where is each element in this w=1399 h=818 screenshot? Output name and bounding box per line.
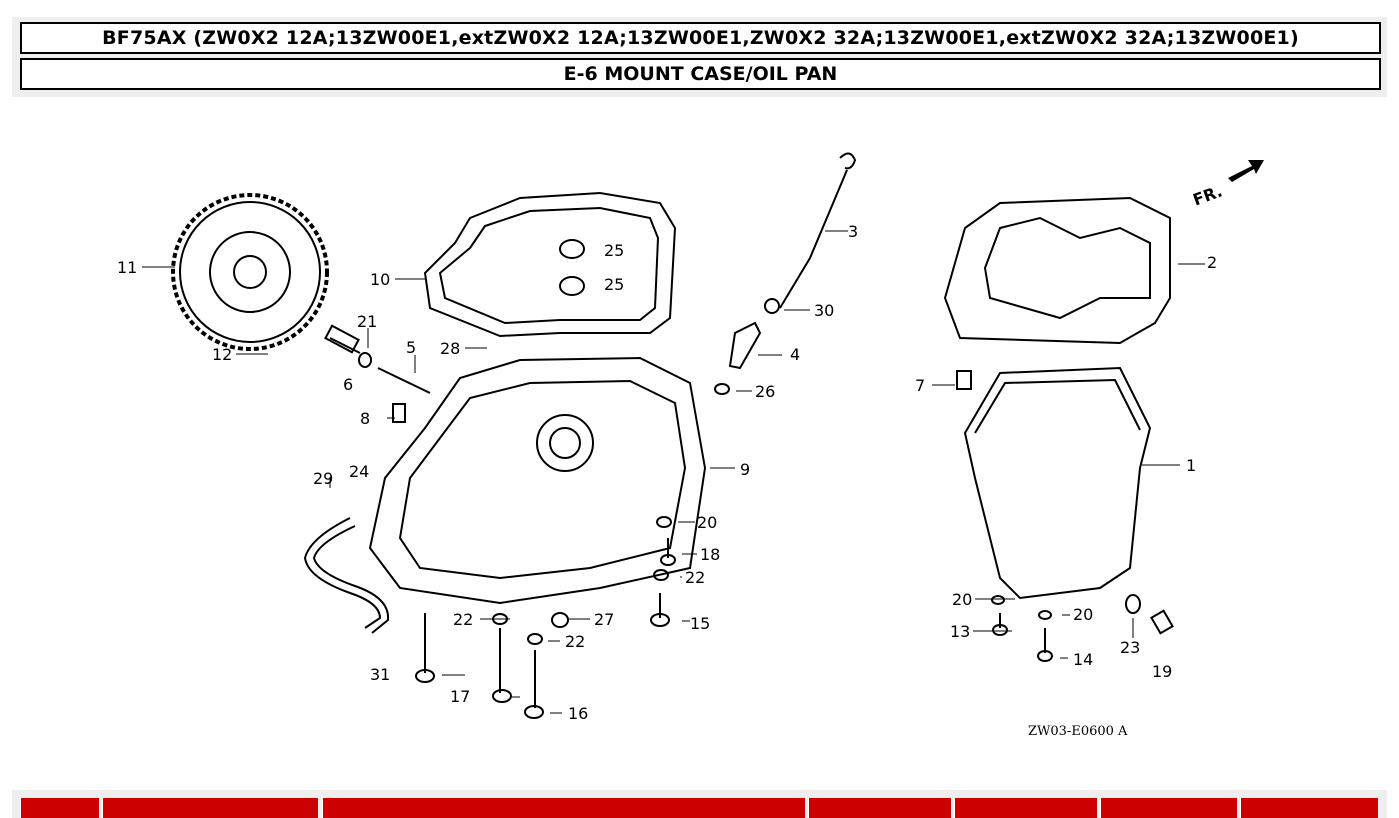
table-header-cell [102, 798, 318, 818]
callout-30: 30 [814, 301, 834, 320]
callout-31: 31 [370, 665, 390, 684]
table-header-cell [1100, 798, 1237, 818]
callout-28: 28 [440, 339, 460, 358]
dipstick-part [779, 152, 857, 309]
table-header-cell [808, 798, 951, 818]
callout-9: 9 [740, 460, 750, 479]
callout-13: 13 [950, 622, 970, 641]
callout-14: 14 [1073, 650, 1093, 669]
callout-23: 23 [1120, 638, 1140, 657]
callout-29: 29 [313, 469, 333, 488]
callout-20c: 20 [1073, 605, 1093, 624]
callout-25a: 25 [604, 241, 624, 260]
callout-2: 2 [1207, 253, 1217, 272]
table-header-cell [20, 798, 99, 818]
callout-12: 12 [212, 345, 232, 364]
callout-8: 8 [360, 409, 370, 428]
drawing-code: ZW03-E0600 A [1028, 724, 1128, 739]
callout-3: 3 [848, 222, 858, 241]
ring-gear-part [171, 193, 329, 351]
callout-4: 4 [790, 345, 800, 364]
callout-26: 26 [755, 382, 775, 401]
callout-10: 10 [370, 270, 390, 289]
callout-22c: 22 [565, 632, 585, 651]
callout-7: 7 [915, 376, 925, 395]
callout-19: 19 [1152, 662, 1172, 681]
pan-gasket-part [943, 196, 1171, 345]
callout-22b: 22 [453, 610, 473, 629]
table-header-cell [1240, 798, 1378, 818]
mount-gasket-part [423, 191, 677, 338]
parts-table-header-strip [12, 790, 1387, 818]
callout-20a: 20 [697, 513, 717, 532]
callout-22a: 22 [685, 568, 705, 587]
callout-15: 15 [690, 614, 710, 633]
mount-case-part [368, 356, 707, 605]
table-header-cell [954, 798, 1097, 818]
callout-20b: 20 [952, 590, 972, 609]
callout-17: 17 [450, 687, 470, 706]
callout-21: 21 [357, 312, 377, 331]
callout-11: 11 [117, 258, 137, 277]
callout-18: 18 [700, 545, 720, 564]
callout-25b: 25 [604, 275, 624, 294]
callout-labels: 1 2 3 4 5 6 7 8 9 10 11 12 13 14 15 16 1… [117, 222, 1217, 723]
callout-27: 27 [594, 610, 614, 629]
callout-24: 24 [349, 462, 369, 481]
callout-1: 1 [1186, 456, 1196, 475]
table-header-cell [322, 798, 805, 818]
section-title: E-6 MOUNT CASE/OIL PAN [20, 58, 1381, 90]
oil-pan-part [963, 366, 1152, 600]
header: BF75AX (ZW0X2 12A;13ZW00E1,extZW0X2 12A;… [12, 17, 1387, 97]
callout-5: 5 [406, 338, 416, 357]
svg-text:FR.: FR. [1190, 182, 1224, 210]
callout-16: 16 [568, 704, 588, 723]
callout-6: 6 [343, 375, 353, 394]
hose-part [303, 517, 382, 629]
parts-diagram: FR. 1 2 3 4 5 6 7 8 9 10 11 12 13 14 15 … [117, 152, 1264, 739]
model-title: BF75AX (ZW0X2 12A;13ZW00E1,extZW0X2 12A;… [20, 22, 1381, 54]
front-arrow-icon: FR. [1190, 160, 1264, 209]
